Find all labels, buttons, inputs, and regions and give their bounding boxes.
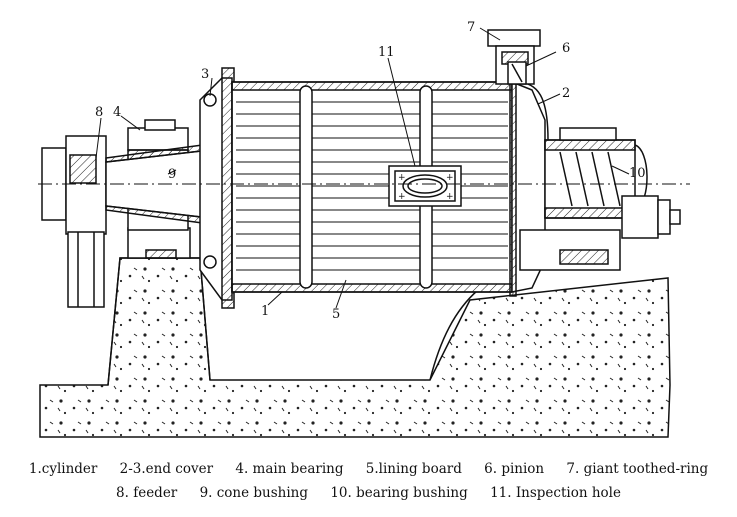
legend-item-pinion: 6. pinion	[484, 461, 545, 477]
discharge-shaft	[519, 195, 681, 271]
cylinder	[231, 81, 513, 293]
legend-row-2: 8. feeder 9. cone bushing 10. bearing bu…	[0, 485, 737, 501]
svg-text:+: +	[446, 173, 454, 183]
callout-6: 6	[562, 41, 570, 56]
left-pedestal	[127, 227, 191, 259]
callout-7: 7	[467, 20, 475, 35]
legend-item-inspection-hole: 11. Inspection hole	[490, 485, 621, 501]
feeder	[41, 135, 107, 308]
callout-3: 3	[201, 67, 209, 82]
legend-item-cone-bushing: 9. cone bushing	[199, 485, 309, 501]
legend-item-feeder: 8. feeder	[116, 485, 178, 501]
left-end-cover	[199, 67, 235, 309]
lining-board-lines	[236, 101, 508, 271]
callout-2: 2	[562, 86, 570, 101]
legend-item-cylinder: 1.cylinder	[28, 461, 98, 477]
legend-item-lining-board: 5.lining board	[365, 461, 462, 477]
svg-text:+: +	[446, 192, 454, 202]
callout-10: 10	[629, 166, 646, 181]
lining-rib-1	[299, 85, 313, 289]
callout-11: 11	[378, 45, 395, 60]
legend-item-end-cover: 2-3.end cover	[119, 461, 214, 477]
callout-9: 9	[168, 167, 176, 182]
foundation	[39, 257, 671, 438]
legend-item-giant-toothed-ring: 7. giant toothed-ring	[566, 461, 709, 477]
callout-8: 8	[95, 105, 103, 120]
inspection-hole: + + + +	[388, 165, 462, 207]
legend-row-1: 1.cylinder 2-3.end cover 4. main bearing…	[0, 461, 737, 477]
legend-item-bearing-bushing: 10. bearing bushing	[330, 485, 468, 501]
svg-text:+: +	[398, 192, 406, 202]
bearing-bushing	[544, 127, 648, 219]
legend-item-main-bearing: 4. main bearing	[235, 461, 344, 477]
svg-text:+: +	[398, 173, 406, 183]
callout-4: 4	[113, 105, 121, 120]
callout-5: 5	[332, 307, 340, 322]
leader-lines	[95, 27, 630, 309]
callout-1: 1	[261, 304, 269, 319]
pinion	[507, 61, 527, 85]
